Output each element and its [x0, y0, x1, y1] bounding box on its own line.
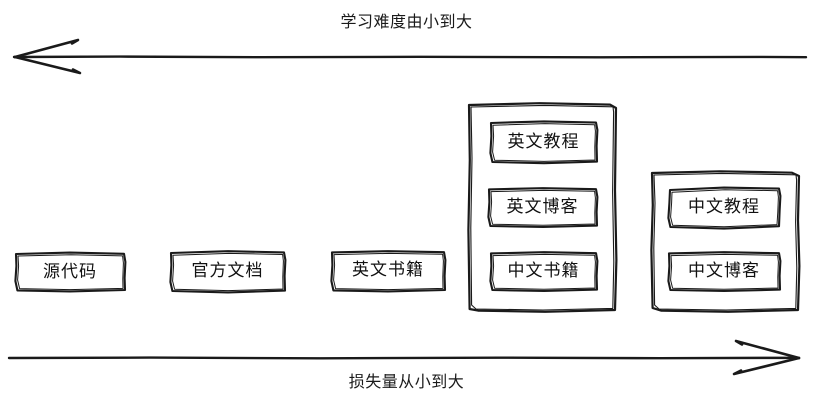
- node-box-english-blog: [487, 187, 599, 229]
- node-label-chinese-tutorial[interactable]: 中文教程: [688, 196, 760, 217]
- node-label-chinese-blog[interactable]: 中文博客: [688, 260, 760, 281]
- bottom-axis-label: 损失量从小到大: [348, 372, 465, 391]
- node-box-english-books: [330, 250, 447, 293]
- node-box-chinese-books: [489, 251, 599, 293]
- node-box-english-tutorial: [489, 120, 599, 165]
- top-axis-label: 学习难度由小到大: [340, 12, 473, 31]
- node-label-chinese-books[interactable]: 中文书籍: [507, 260, 580, 281]
- group-box-english: [467, 102, 618, 313]
- node-label-official-docs[interactable]: 官方文档: [191, 260, 264, 281]
- node-label-english-tutorial[interactable]: 英文教程: [507, 131, 580, 152]
- node-box-chinese-blog: [667, 251, 782, 293]
- node-label-source-code[interactable]: 源代码: [43, 261, 97, 282]
- group-box-chinese: [650, 170, 801, 313]
- node-box-official-docs: [169, 250, 287, 294]
- node-label-english-blog[interactable]: 英文博客: [506, 196, 579, 217]
- arrow-right-icon: [7, 339, 801, 376]
- node-label-english-books[interactable]: 英文书籍: [352, 260, 424, 280]
- node-box-source-code: [14, 251, 127, 293]
- arrow-left-icon: [12, 38, 808, 75]
- node-box-chinese-tutorial: [667, 186, 782, 230]
